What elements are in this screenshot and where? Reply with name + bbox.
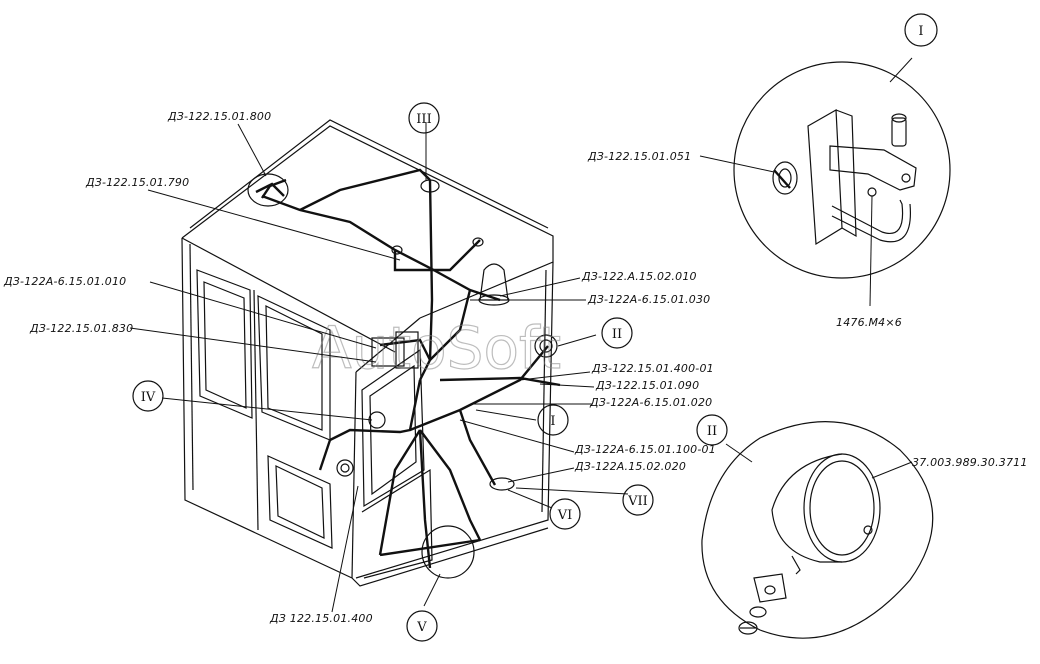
callout-II-detail: II — [707, 424, 717, 439]
callout-VI: VI — [557, 508, 573, 523]
roof-lamp-icon — [420, 179, 440, 193]
label-010: ДЗ-122А-6.15.01.010 — [3, 275, 126, 288]
callout-III: III — [416, 112, 431, 127]
label-40001: ДЗ-122.15.01.400-01 — [591, 362, 714, 375]
nut-icon — [772, 161, 798, 195]
connector-800-icon — [247, 173, 289, 207]
work-lamp-icon — [534, 334, 558, 358]
connector-vii-icon — [489, 477, 515, 491]
callout-circle-V — [421, 525, 475, 579]
lamp-icon — [803, 453, 881, 563]
callout-II: II — [612, 327, 622, 342]
label-030: ДЗ-122А-6.15.01.030 — [587, 293, 710, 306]
label-830: ДЗ-122.15.01.830 — [29, 322, 133, 335]
beacon-lamp-icon — [479, 263, 509, 301]
label-02010: ДЗ-122.А.15.02.010 — [581, 270, 697, 283]
switch-box-icon — [371, 337, 405, 367]
detail-II — [701, 421, 934, 639]
label-020a: ДЗ-122А-6.15.01.020 — [589, 396, 712, 409]
label-051: ДЗ-122.15.01.051 — [587, 150, 691, 163]
label-bolt: 1476.М4×6 — [836, 316, 902, 329]
roman-callouts: I III II IV I II VII VI V — [132, 13, 938, 642]
callout-I: I — [550, 414, 555, 429]
part-labels: ДЗ-122.15.01.800 ДЗ-122.15.01.790 ДЗ-122… — [3, 110, 1028, 625]
label-790: ДЗ-122.15.01.790 — [85, 176, 189, 189]
label-10001: ДЗ-122А-6.15.01.100-01 — [574, 443, 716, 456]
label-400: ДЗ 122.15.01.400 — [269, 612, 373, 625]
watermark: AutoSoft — [312, 314, 561, 382]
bolt-icon — [891, 117, 907, 147]
label-02020: ДЗ-122А.15.02.020 — [574, 460, 686, 473]
callout-VII: VII — [627, 494, 648, 509]
bracket-icon — [807, 108, 843, 246]
detail-I — [733, 57, 951, 307]
callout-V: V — [416, 620, 427, 635]
clamp-icon — [831, 199, 904, 234]
callout-I-top: I — [918, 24, 923, 39]
label-lamp: 37.003.989.30.3711 — [912, 456, 1028, 469]
wiring-harness — [261, 168, 561, 569]
label-800: ДЗ-122.15.01.800 — [167, 110, 271, 123]
callout-IV: IV — [141, 390, 156, 405]
leader-lines — [129, 122, 913, 613]
label-090: ДЗ-122.15.01.090 — [595, 379, 699, 392]
